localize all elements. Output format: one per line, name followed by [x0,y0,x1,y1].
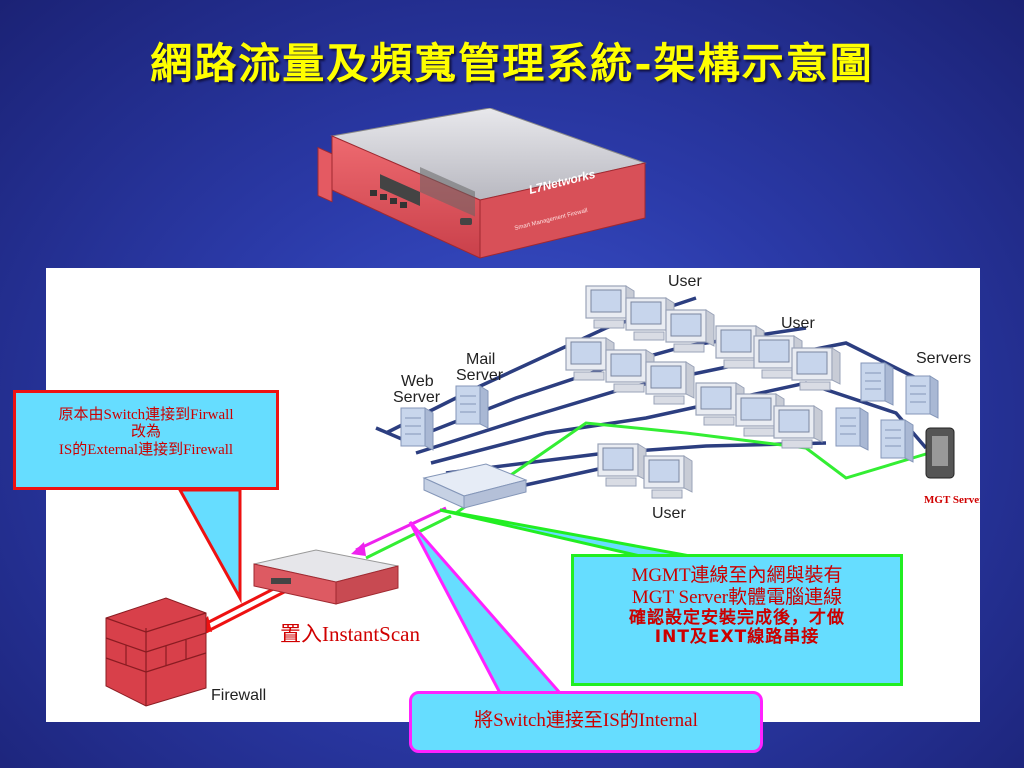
callout-original-line2: 改為 [130,424,161,441]
callout-internal-connection: 將Switch連接至IS的Internal [409,691,763,753]
green-is-link [365,514,452,560]
user-pcs-bottom [597,443,693,499]
instantscan-appliance-icon [253,549,399,605]
mail-server-icon [455,385,489,429]
label-mail-server-2: Server [456,367,504,384]
callout-original-line1: 原本由Switch連接到Firwall [58,407,234,423]
callout-mgmt-line1: MGMT連線至內網與裝有 [631,565,843,586]
user-pcs-top [565,285,715,405]
label-web-server-2: Server [393,389,441,406]
servers-cluster [835,362,939,463]
label-user-top: User [668,273,702,290]
callout-mgmt-connection: MGMT連線至內網與裝有 MGT Server軟體電腦連線 確認設定安裝完成後，… [571,554,903,686]
user-pcs-mid [695,325,841,449]
callout-mgmt-line4: INT及EXT線路串接 [654,627,820,648]
label-web-server-1: Web [401,373,434,390]
label-instantscan: 置入InstantScan [280,622,420,646]
label-user-bottom: User [652,505,686,522]
callout-mgmt-line2: MGT Server軟體電腦連線 [631,586,843,608]
label-firewall: Firewall [211,687,266,704]
slide-title: 網路流量及頻寬管理系統-架構示意圖 [150,39,874,88]
callout-mgmt-line3: 確認設定安裝完成後，才做 [629,607,845,628]
callout-original-connection: 原本由Switch連接到Firwall 改為 IS的External連接到Fir… [13,390,279,490]
firewall-icon [105,597,207,707]
label-servers: Servers [916,350,971,367]
appliance-image: L7Networks Smart Management Firewall [317,108,647,259]
magenta-link [355,506,447,552]
web-server-icon [400,407,434,451]
mgt-server-icon [925,427,955,479]
label-mgt-server: MGT Server [924,494,980,506]
green-link [455,421,947,515]
label-mail-server-1: Mail [466,351,495,368]
switch-icon [422,463,528,509]
callout-original-line3: IS的External連接到Firewall [58,441,234,458]
label-user-mid: User [781,315,815,332]
callout-internal-text: 將Switch連接至IS的Internal [474,710,698,731]
